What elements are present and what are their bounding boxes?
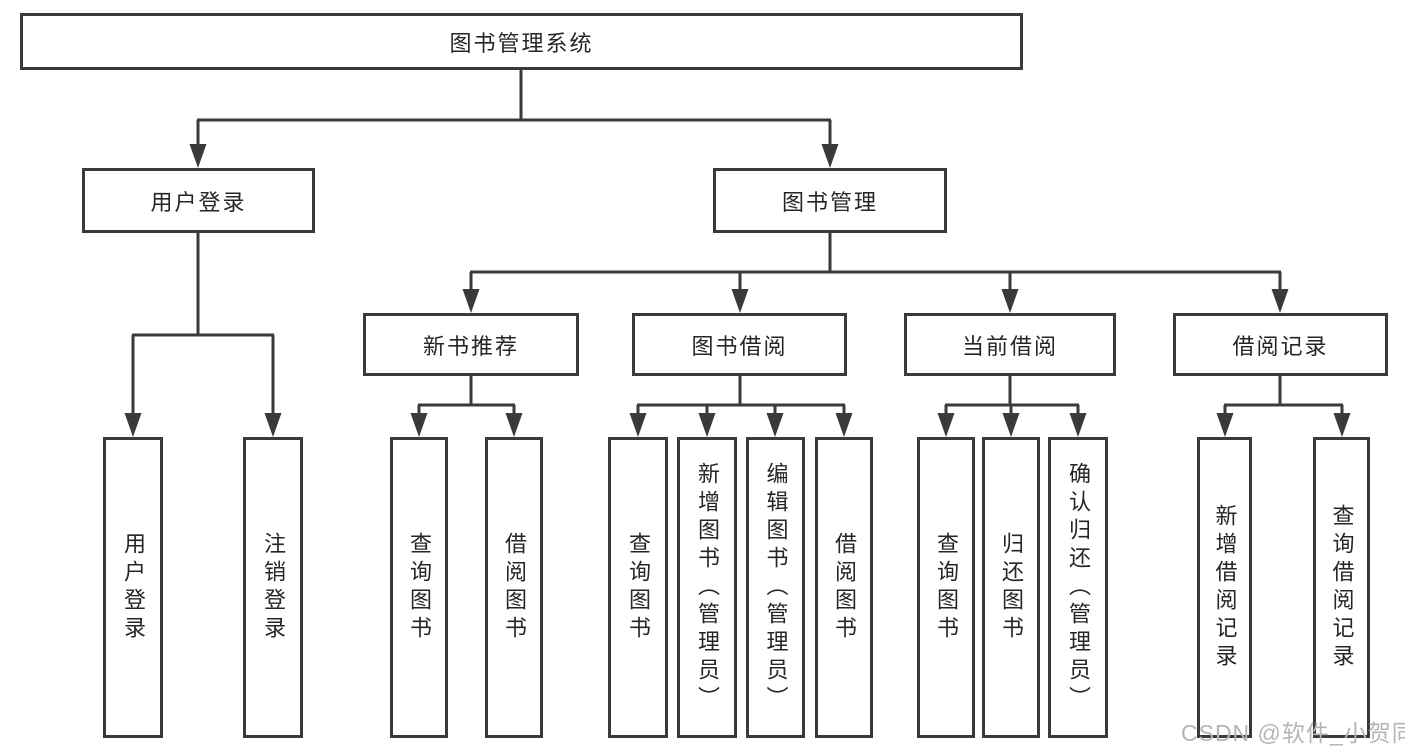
leaf-cb-return-books: 归还图书 xyxy=(982,437,1040,738)
leaf-nb-query-books: 查询图书 xyxy=(390,437,448,738)
leaf-cb-confirm-return-admin: 确认归还（管理员） xyxy=(1048,437,1108,738)
leaf-label: 归还图书 xyxy=(999,531,1024,644)
leaf-label: 查询借阅记录 xyxy=(1329,503,1355,672)
arrowhead-icon xyxy=(505,413,523,437)
leaf-label: 查询图书 xyxy=(934,531,959,644)
leaf-label: 确认归还（管理员） xyxy=(1066,461,1091,714)
node-book-borrowing: 图书借阅 xyxy=(632,313,847,376)
arrowhead-icon xyxy=(124,413,142,437)
node-current-borrowing: 当前借阅 xyxy=(904,313,1116,376)
leaf-bb-edit-books-admin: 编辑图书（管理员） xyxy=(746,437,805,738)
leaf-logout: 注销登录 xyxy=(243,437,303,738)
arrowhead-icon xyxy=(731,289,749,313)
leaf-label: 编辑图书（管理员） xyxy=(763,461,789,714)
leaf-nb-borrow-books: 借阅图书 xyxy=(485,437,543,738)
leaf-label: 借阅图书 xyxy=(832,531,857,644)
arrowhead-icon xyxy=(462,289,480,313)
tree-edges xyxy=(124,68,1351,437)
node-new-book-recommendation: 新书推荐 xyxy=(363,313,579,376)
leaf-label: 查询图书 xyxy=(407,531,432,644)
arrowhead-icon xyxy=(698,413,716,437)
leaf-label: 新增图书（管理员） xyxy=(695,461,720,714)
arrowhead-icon xyxy=(835,413,853,437)
leaf-user-login: 用户登录 xyxy=(103,437,163,738)
arrowhead-icon xyxy=(1002,413,1020,437)
node-borrowing-records: 借阅记录 xyxy=(1173,313,1388,376)
leaf-label: 用户登录 xyxy=(121,531,146,644)
arrowhead-icon xyxy=(410,413,428,437)
arrowhead-icon xyxy=(1333,413,1351,437)
arrowhead-icon xyxy=(1271,289,1289,313)
node-book-management: 图书管理 xyxy=(713,168,947,233)
leaf-label: 借阅图书 xyxy=(502,531,527,644)
arrowhead-icon xyxy=(766,413,784,437)
arrowhead-icon xyxy=(264,413,282,437)
arrowhead-icon xyxy=(937,413,955,437)
arrowhead-icon xyxy=(1216,413,1234,437)
leaf-bb-borrow-books: 借阅图书 xyxy=(815,437,873,738)
arrowhead-icon xyxy=(1069,413,1087,437)
node-user-login: 用户登录 xyxy=(82,168,315,233)
leaf-label: 查询图书 xyxy=(626,531,651,644)
leaf-label: 注销登录 xyxy=(261,531,286,644)
arrowhead-icon xyxy=(821,144,839,168)
leaf-br-add-record: 新增借阅记录 xyxy=(1197,437,1252,738)
node-root: 图书管理系统 xyxy=(20,13,1023,70)
leaf-br-query-record: 查询借阅记录 xyxy=(1313,437,1370,738)
leaf-label: 新增借阅记录 xyxy=(1212,503,1238,672)
arrowhead-icon xyxy=(1001,289,1019,313)
arrowhead-icon xyxy=(189,144,207,168)
csdn-watermark: CSDN @软件_小贺同学 xyxy=(1181,720,1405,746)
leaf-cb-query-books: 查询图书 xyxy=(917,437,975,738)
leaf-bb-query-books: 查询图书 xyxy=(608,437,668,738)
leaf-bb-add-books-admin: 新增图书（管理员） xyxy=(677,437,737,738)
arrowhead-icon xyxy=(629,413,647,437)
